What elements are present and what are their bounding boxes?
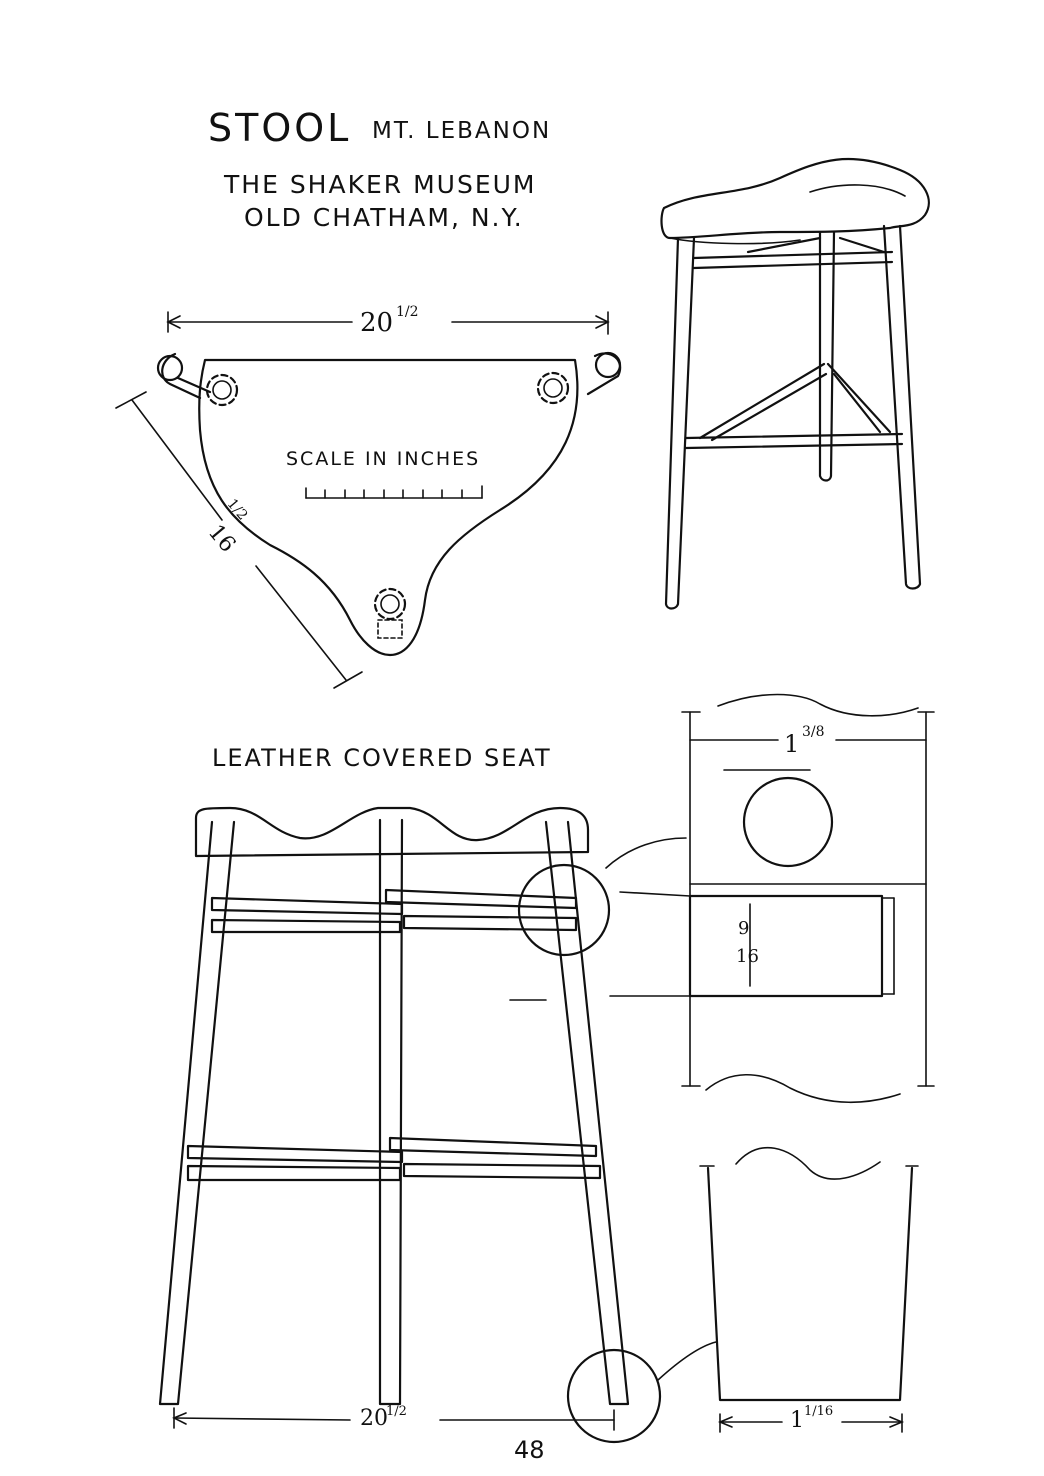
page-number: 48 — [514, 1436, 545, 1464]
seat-width-frac: 1/2 — [396, 304, 419, 320]
mortise-depth-den: 16 — [736, 946, 759, 967]
seat-width-dim: 20 — [360, 308, 393, 338]
mortise-depth-num: 9 — [738, 918, 749, 939]
front-elevation — [160, 808, 716, 1442]
detail-top-frac: 3/8 — [802, 724, 825, 740]
scale-label: SCALE IN INCHES — [286, 448, 480, 470]
detail-leg-foot — [700, 1148, 918, 1432]
seat-caption: LEATHER COVERED SEAT — [212, 744, 552, 772]
detail-foot-frac: 1/16 — [804, 1404, 833, 1419]
base-width-frac: 1/2 — [386, 1404, 407, 1419]
base-width-dim: 20 — [360, 1406, 388, 1431]
seat-plan-view — [116, 312, 620, 688]
perspective-view — [662, 159, 929, 609]
detail-foot-width: 1 — [790, 1408, 804, 1433]
detail-top-width: 1 — [784, 730, 799, 758]
